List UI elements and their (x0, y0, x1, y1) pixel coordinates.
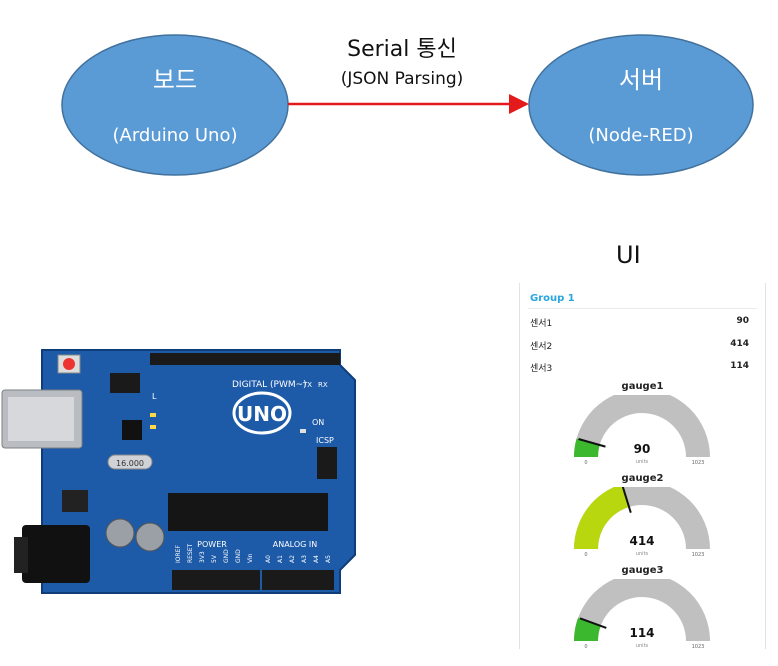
crystal-oscillator (107, 454, 153, 470)
group-divider (528, 308, 757, 309)
dashboard-group-title: Group 1 (530, 293, 575, 304)
pin-label: A5 (325, 555, 332, 563)
usb-chip (122, 420, 142, 440)
icsp-label: ICSP (316, 436, 334, 445)
analog-in-label: ANALOG IN (273, 540, 318, 549)
on-led-label: ON (312, 418, 324, 427)
analog-pin-labels: A0 A1 A2 A3 A4 A5 (265, 555, 332, 563)
rx-label: RX (318, 381, 328, 389)
pin-label: A2 (289, 555, 296, 563)
gauge-max-label: 1023 (692, 644, 705, 649)
ui-label: UI (616, 241, 641, 269)
gauge-title: gauge3 (621, 565, 664, 576)
gauge-units: units (636, 459, 649, 465)
digital-header (150, 353, 340, 365)
pin-label: Vin (247, 553, 254, 563)
board-node-subtitle: (Arduino Uno) (112, 125, 237, 146)
tx-label: TX (302, 381, 312, 389)
power-label: POWER (197, 540, 227, 549)
pin-label: A4 (313, 555, 320, 563)
crystal-label: 16.000 (116, 459, 144, 468)
pin-label: A1 (277, 555, 284, 563)
connection-label: Serial 통신 (347, 37, 457, 62)
gauge-title: gauge2 (621, 473, 664, 484)
capacitor-2 (135, 522, 165, 552)
analog-header (262, 570, 334, 590)
sensor-value: 414 (730, 339, 749, 349)
gauge-needle (621, 487, 632, 513)
sensor-value: 90 (736, 316, 749, 326)
server-node-subtitle: (Node-RED) (588, 125, 693, 146)
flow-diagram: 보드 (Arduino Uno) 서버 (Node-RED) Serial 통신… (61, 34, 754, 176)
gauge-dial: 90 units 0 1023 (574, 395, 710, 466)
gauge-track (574, 579, 710, 641)
gauge-widget: gauge2 414 units 0 1023 (520, 473, 765, 565)
sensor-value: 114 (730, 361, 749, 371)
pin-label: 3V3 (199, 551, 206, 563)
gauge-max-label: 1023 (692, 552, 705, 558)
gauge-fill (574, 487, 630, 549)
gauge-value: 90 (634, 442, 651, 456)
server-node-title: 서버 (619, 66, 663, 94)
gauge-value: 414 (629, 534, 654, 548)
sensor-row: 센서3 114 (520, 361, 765, 377)
pin-label: A3 (301, 555, 308, 563)
uno-logo-text: UNO (237, 402, 287, 426)
gauge-dial: 414 units 0 1023 (574, 487, 710, 558)
sensor-row: 센서1 90 (520, 316, 765, 332)
gauge-value: 114 (629, 626, 654, 640)
board-node (61, 34, 289, 176)
pin-label: GND (223, 549, 230, 563)
gauge-needle (579, 617, 607, 629)
gauge-needle (578, 438, 606, 448)
board-node-title: 보드 (153, 66, 197, 94)
power-pin-labels: IOREF RESET 3V3 5V GND GND Vin (175, 543, 254, 563)
node-red-dashboard: Group 1 센서1 90 센서2 414 센서3 114 gauge1 90… (519, 283, 766, 649)
gauge-track (574, 395, 710, 457)
pin-label: GND (235, 549, 242, 563)
server-node (528, 34, 754, 176)
arduino-uno-board-image: UNO DIGITAL (PWM~) TX RX ON L ICSP 16.00… (1, 349, 356, 594)
atmega-chip (168, 493, 328, 531)
gauge-widget: gauge3 114 units 0 1023 (520, 565, 765, 649)
capacitor-1 (105, 518, 135, 548)
gauge-min-label: 0 (584, 460, 587, 466)
sensor-name: 센서1 (530, 319, 553, 329)
gauge-widget: gauge1 90 units 0 1023 (520, 381, 765, 473)
gauge-dial: 114 units 0 1023 (574, 579, 710, 649)
gauge-min-label: 0 (584, 552, 587, 558)
sensor-name: 센서3 (530, 364, 553, 374)
pin-label: RESET (187, 543, 194, 563)
uno-logo (232, 391, 292, 435)
power-jack (22, 525, 90, 583)
digital-pwm-label: DIGITAL (PWM~) (232, 380, 307, 390)
gauge-fill (574, 438, 600, 457)
gauge-units: units (636, 643, 649, 649)
connection-sublabel: (JSON Parsing) (341, 69, 464, 89)
power-header (172, 570, 260, 590)
gauge-title: gauge1 (621, 381, 664, 392)
gauge-max-label: 1023 (692, 460, 705, 466)
l-led-label: L (152, 392, 157, 401)
pin-label: A0 (265, 555, 272, 563)
gauge-min-label: 0 (584, 644, 587, 649)
gauge-units: units (636, 551, 649, 557)
pin-label: 5V (211, 554, 218, 563)
sensor-row: 센서2 414 (520, 339, 765, 355)
icsp-header (317, 447, 337, 479)
sensor-name: 센서2 (530, 342, 553, 352)
pin-label: IOREF (175, 545, 182, 563)
